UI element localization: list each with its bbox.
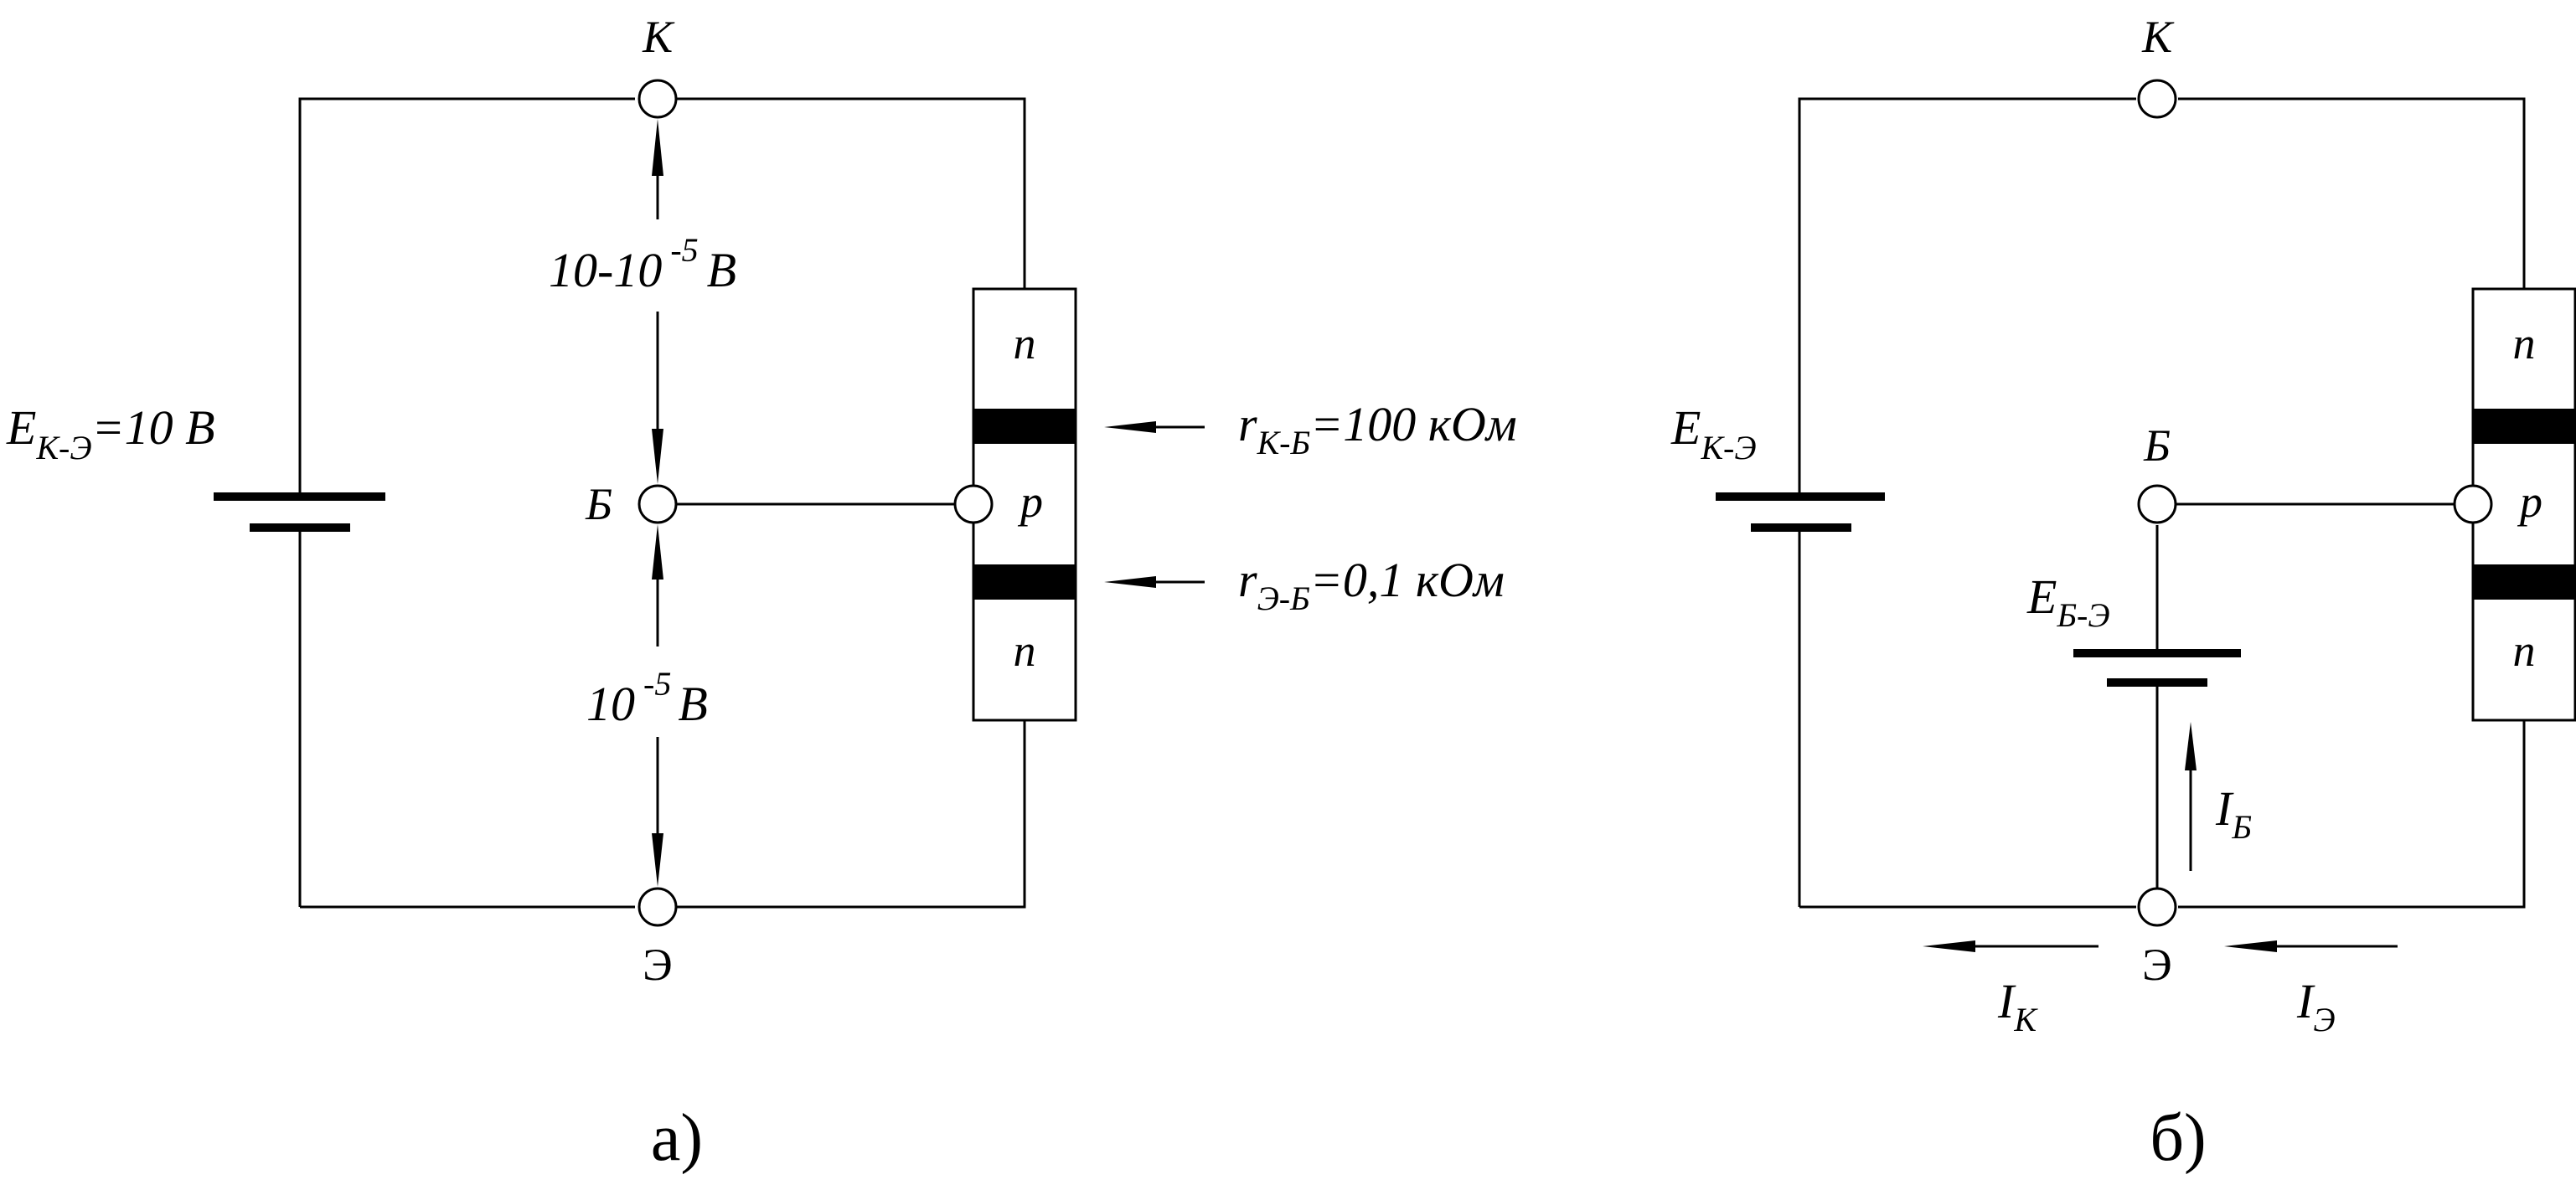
battery-b-ke (1716, 492, 1885, 532)
junction-a-eb (973, 564, 1076, 600)
label-b-layer-middle: p (2517, 477, 2542, 527)
junction-b-eb (2473, 564, 2575, 600)
node-b-p-terminal (2453, 484, 2493, 524)
arrow-a-r-eb (1104, 576, 1205, 588)
label-a-collector: К (642, 12, 675, 62)
wire-a-top-left (298, 97, 635, 497)
label-a-layer-bottom: n (1014, 626, 1036, 676)
junction-b-kb (2473, 409, 2575, 444)
node-a-p-terminal (953, 484, 994, 524)
arrow-b-current-base (2185, 722, 2197, 871)
node-a-collector (638, 79, 678, 119)
wire-a-bottom-right (658, 720, 1026, 909)
label-b-collector: К (2141, 12, 2175, 62)
node-b-collector (2137, 79, 2177, 119)
label-a-layer-top: n (1014, 318, 1036, 368)
label-a-emitter: Э (643, 940, 673, 990)
label-a-layer-middle: p (1017, 477, 1043, 527)
battery-a-ke (214, 492, 385, 532)
label-b-emitter: Э (2142, 940, 2172, 990)
arrow-b-current-emitter (2224, 940, 2398, 952)
label-a-base: Б (585, 479, 612, 529)
node-a-base (638, 484, 678, 524)
junction-a-kb (973, 409, 1076, 444)
node-b-base (2137, 484, 2177, 524)
diagram-b: К Б Э EК-Э EБ-Э n p n IБ IК IЭ б) (1670, 12, 2576, 1175)
arrow-b-current-collector (1923, 940, 2098, 952)
label-a-r-eb: rЭ-Б=0,1 кОм (1238, 553, 1505, 617)
battery-b-be (2073, 649, 2241, 687)
label-b-battery-ke: EК-Э (1670, 400, 1757, 466)
node-a-emitter (638, 887, 678, 927)
arrow-a-r-kb (1104, 421, 1205, 433)
label-b-current-base: IБ (2215, 781, 2252, 846)
label-b-layer-top: n (2513, 318, 2536, 368)
label-b-battery-be: EБ-Э (2026, 569, 2110, 634)
wire-b-top-right (2178, 97, 2526, 289)
caption-a: а) (651, 1101, 703, 1175)
arrow-a-voltage-bottom (652, 524, 663, 887)
label-b-current-collector: IК (1997, 974, 2038, 1038)
label-b-current-emitter: IЭ (2296, 974, 2336, 1038)
node-b-emitter (2137, 887, 2177, 927)
arrow-a-voltage-top (652, 119, 663, 484)
label-a-battery: EК-Э=10 В (6, 400, 215, 466)
caption-b: б) (2150, 1101, 2206, 1175)
label-a-r-kb: rК-Б=100 кОм (1238, 397, 1517, 461)
label-b-layer-bottom: n (2513, 626, 2536, 676)
wire-a-top (658, 97, 1026, 289)
label-b-base: Б (2143, 420, 2171, 471)
wire-b-top-left (1798, 97, 2136, 497)
wire-b-bottom-right (2178, 720, 2526, 909)
